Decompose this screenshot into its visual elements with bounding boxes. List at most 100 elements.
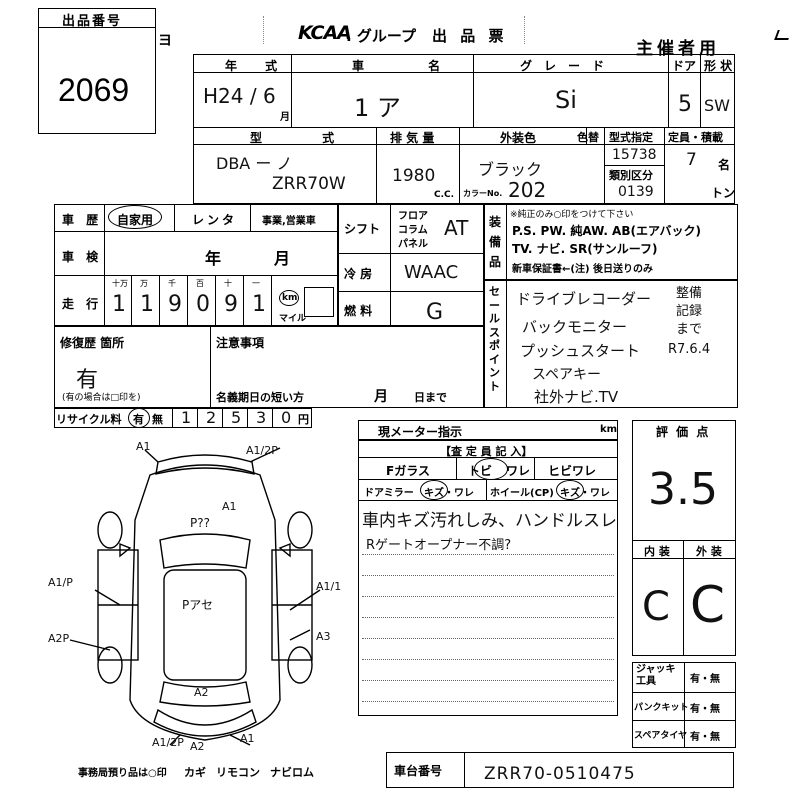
wheel-damage: キズ・ワレ	[560, 488, 610, 499]
shift-option-column: コラム	[398, 225, 428, 236]
sales-points-section	[484, 280, 738, 408]
shift-value: AT	[444, 216, 469, 240]
hibiware-label: ヒビワレ	[548, 464, 597, 478]
shape-label: 形 状	[704, 59, 733, 73]
note-line	[362, 701, 614, 702]
meter-label: 現メーター指示	[378, 425, 463, 439]
mileage-unit-head: 万	[140, 279, 148, 288]
mileage-mile: マイル	[279, 314, 307, 324]
repair-note: (有の場合は□印を)	[62, 393, 141, 403]
equipment-note: ※純正のみ○印をつけて下さい	[510, 210, 634, 220]
doors-label: ドア	[672, 59, 697, 73]
model-label: 型 式	[250, 131, 363, 145]
equipment-label: 装備品	[489, 215, 502, 269]
aircon-label: 冷 房	[344, 267, 373, 281]
recycle-digit: 2	[206, 408, 217, 427]
recycle-yes-circle	[128, 408, 150, 428]
mileage-digit: 9	[168, 292, 182, 317]
doors-value: 5	[678, 92, 692, 117]
recycle-unit: 円	[298, 413, 309, 426]
interior-label: 内 装	[644, 545, 670, 558]
jack-label: ジャッキ工具	[636, 664, 676, 687]
name-label: 車 名	[352, 59, 471, 73]
jack-yes-no: 有・無	[690, 674, 720, 685]
mark-front-right: A1/2P	[246, 444, 278, 457]
category-value: 0139	[618, 184, 654, 200]
sale-point-3: プッシュスタート	[520, 342, 641, 360]
sale-point-4: スペアキー	[532, 367, 602, 383]
mileage-digit: 1	[252, 292, 266, 317]
equipment-section	[484, 204, 738, 280]
repair-caution-section	[54, 326, 484, 408]
score-section	[632, 420, 736, 656]
displacement-value: 1980	[392, 166, 436, 186]
mark-trunk: A2	[194, 686, 209, 699]
model-value-2: ZRR70W	[272, 174, 346, 194]
caution-label: 注意事項	[216, 336, 265, 350]
displacement-label: 排 気 量	[390, 131, 435, 145]
mark-left-side: A1/P	[48, 576, 73, 589]
mark-right-side: A1/1	[316, 580, 342, 593]
shaken-year: 年	[205, 249, 222, 268]
mark-roof: Pアセ	[182, 598, 213, 612]
shape-value: SW	[704, 96, 730, 115]
mark-hood-2: P??	[190, 516, 210, 530]
repair-label: 修復歴 箇所	[60, 336, 125, 350]
grade-label: グレード	[520, 59, 617, 73]
mileage-unit-head: 十万	[112, 279, 128, 288]
puncture-kit-label: パンクキット	[634, 703, 689, 713]
recycle-digit-cell: 1	[172, 408, 197, 428]
name-deadline-label: 名義期日の短い方	[216, 391, 304, 404]
year-value: H24 / 6	[203, 84, 276, 108]
sale-point-5: 社外ナビ.TV	[534, 388, 619, 406]
equipment-line2: TV. ナビ. SR(サンルーフ)	[512, 242, 658, 256]
shaken-month: 月	[274, 249, 291, 268]
recycle-digit-cell: 2	[197, 408, 222, 428]
sale-note-3: まで	[676, 322, 703, 337]
recycle-section	[54, 408, 312, 428]
capacity-label: 定員・積載	[668, 131, 723, 144]
exterior-color-value: ブラック	[478, 160, 543, 179]
vehicle-info-grid	[193, 54, 735, 204]
mileage-unit-head: 千	[168, 279, 176, 288]
name-deadline-day: 日まで	[414, 391, 447, 404]
inspector-title: 【査 定 員 記 入】	[440, 445, 533, 458]
mileage-digit: 0	[196, 292, 210, 317]
mark-right-rear: A3	[316, 630, 331, 643]
mark-hood: A1	[222, 500, 237, 513]
recycle-digit: 0	[281, 408, 292, 427]
score-label: 評 価 点	[656, 425, 711, 439]
interior-grade: C	[642, 584, 670, 630]
spare-tire-label: スペアタイヤ	[634, 731, 688, 741]
model-value-1: DBA ー ノ	[216, 154, 293, 173]
mileage-km-circle	[279, 290, 299, 306]
mark-left-rear: A2P	[48, 632, 70, 645]
note-line	[362, 554, 614, 555]
sale-note-4: R7.6.4	[668, 342, 711, 357]
door-mirror-circle	[420, 480, 448, 500]
key-label: カギ	[184, 766, 206, 779]
spare-yes-no: 有・無	[690, 732, 720, 743]
mark-rear-center: A2	[190, 740, 205, 753]
mileage-unit-head: 百	[196, 279, 204, 288]
recycle-digit: 3	[256, 408, 267, 427]
equipment-line1: P.S. PW. 純AW. AB(エアバック)	[512, 224, 701, 238]
inspector-note-1: 車内キズ汚れしみ、ハンドルスレ	[362, 511, 617, 531]
office-items-label: 事務局預り品は○印	[78, 768, 167, 779]
recycle-label: リサイクル料	[56, 413, 122, 426]
mileage-unit-head: 十	[224, 279, 232, 288]
shift-option-floor: フロア	[398, 211, 428, 222]
group-text: . グループ	[346, 27, 417, 45]
month-unit: 月	[280, 112, 290, 123]
recycle-digit: 5	[231, 408, 242, 427]
exterior-label: 外 装	[696, 545, 722, 558]
inspector-note-2: Rゲートオープナー不調?	[366, 538, 512, 553]
color-change-label: 色替	[577, 131, 599, 144]
repair-value: 有	[76, 368, 99, 393]
color-code-label: カラーNo.	[463, 189, 503, 198]
